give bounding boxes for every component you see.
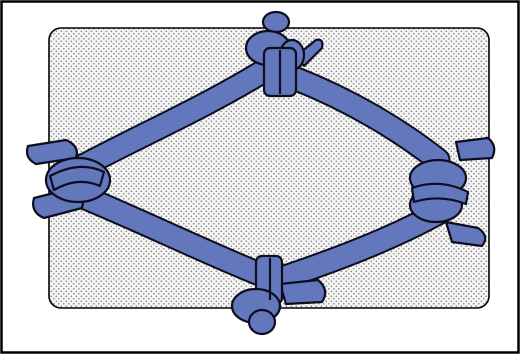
right-knot-end-upper: [456, 138, 494, 160]
bottom-knot-tail: [280, 280, 325, 304]
bottom-knot-nub: [249, 310, 275, 334]
top-knot-nub: [263, 12, 289, 32]
